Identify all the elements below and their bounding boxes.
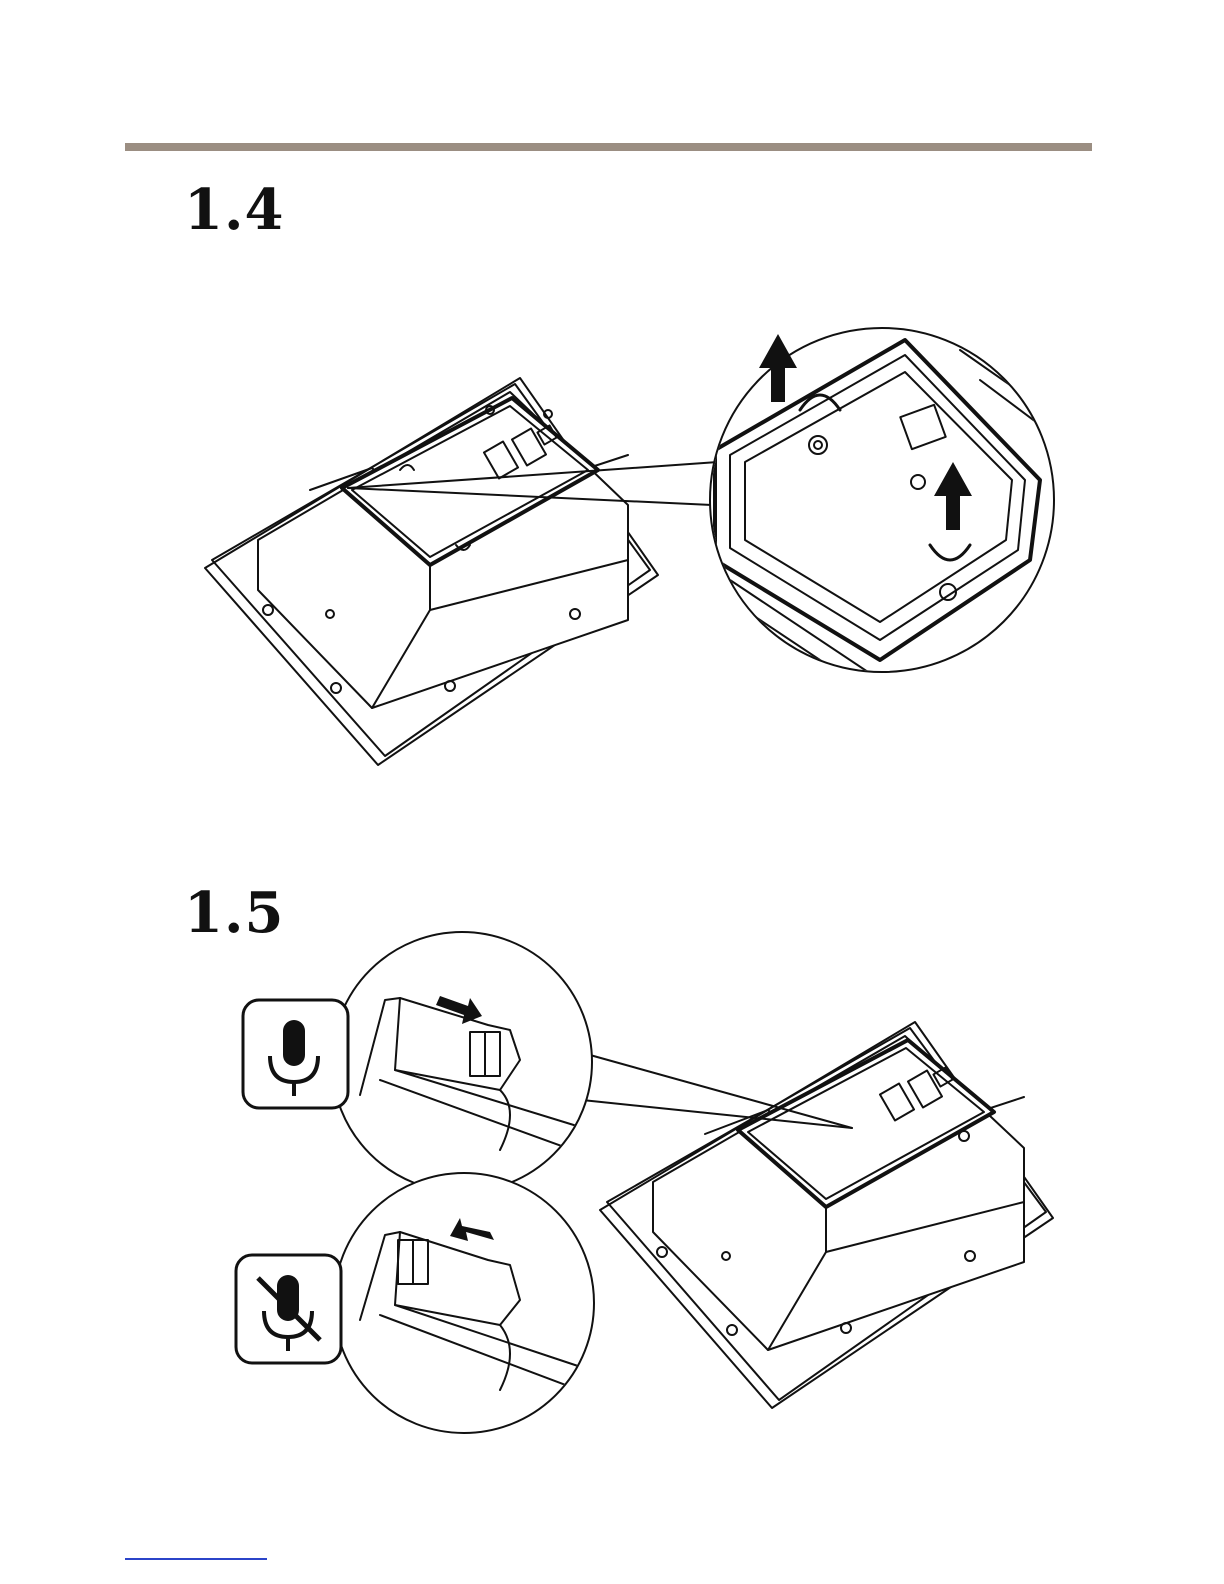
zoom-detail-mic-switch-off — [334, 1173, 600, 1433]
footer-rule — [125, 1558, 267, 1560]
zoom-detail-mic-switch-on — [332, 932, 600, 1192]
zoom-detail-cover-plate — [710, 328, 1060, 700]
step-number-1-5: 1.5 — [184, 885, 284, 941]
camera-housing-1-4 — [205, 378, 658, 765]
camera-housing-1-5 — [600, 1022, 1053, 1408]
